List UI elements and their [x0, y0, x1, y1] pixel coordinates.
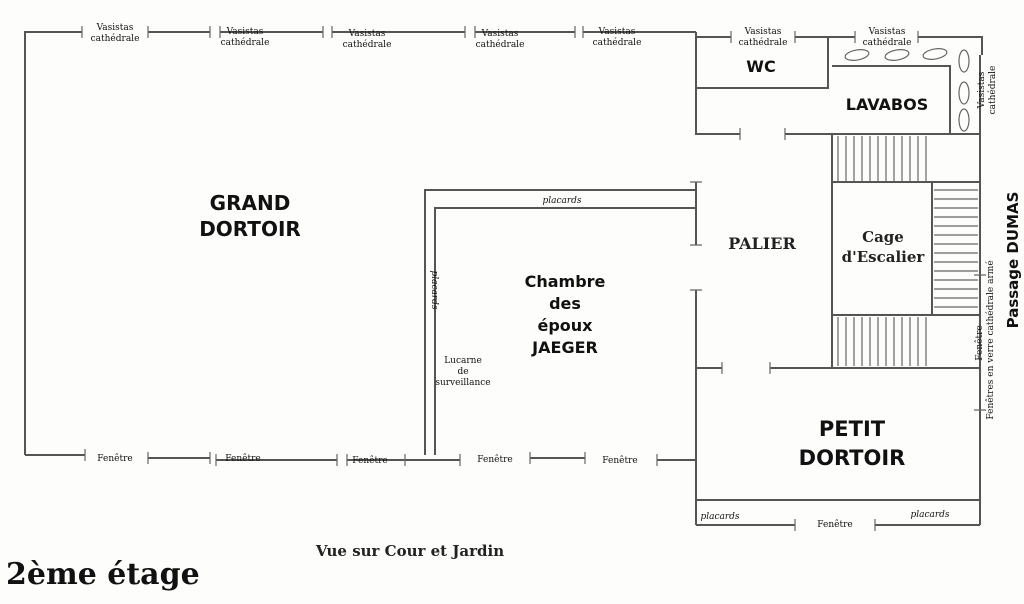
- svg-text:Fenêtre: Fenêtre: [477, 454, 512, 465]
- svg-text:Vasistascathédrale: Vasistascathédrale: [977, 66, 998, 115]
- svg-text:Vasistascathédrale: Vasistascathédrale: [221, 27, 270, 48]
- wall-ticks: [81, 26, 986, 531]
- stair-steps: [837, 136, 978, 366]
- svg-text:Vasistascathédrale: Vasistascathédrale: [739, 27, 788, 48]
- floor-title: 2ème étage: [6, 557, 200, 592]
- svg-text:Vasistascathédrale: Vasistascathédrale: [343, 29, 392, 50]
- svg-text:Fenêtre: Fenêtre: [602, 455, 637, 466]
- svg-text:Fenêtre: Fenêtre: [352, 455, 387, 466]
- room-palier: PALIER: [728, 234, 796, 253]
- svg-text:Fenêtre: Fenêtre: [97, 453, 132, 464]
- svg-text:Fenêtre: Fenêtre: [817, 519, 852, 530]
- fenetre-labels: Fenêtre Fenêtre Fenêtre Fenêtre Fenêtre …: [97, 325, 985, 530]
- svg-text:Fenêtre: Fenêtre: [225, 453, 260, 464]
- walls: [24, 31, 983, 526]
- room-wc: WC: [746, 57, 775, 76]
- passage-dumas-label: Passage DUMAS: [1004, 192, 1022, 329]
- svg-text:placards: placards: [700, 512, 739, 522]
- svg-text:Vasistascathédrale: Vasistascathédrale: [91, 23, 140, 44]
- svg-text:placards: placards: [542, 196, 581, 206]
- svg-text:placards: placards: [429, 270, 439, 309]
- view-label: Vue sur Cour et Jardin: [315, 542, 504, 560]
- svg-text:Vasistascathédrale: Vasistascathédrale: [863, 27, 912, 48]
- placards-labels: placards placards placards placards: [429, 196, 950, 522]
- svg-text:Vasistascathédrale: Vasistascathédrale: [593, 27, 642, 48]
- fenetres-verre-label: Fenêtres en verre cathédrale armé: [985, 260, 996, 419]
- wash-basins: [844, 48, 970, 132]
- svg-text:Vasistascathédrale: Vasistascathédrale: [476, 29, 525, 50]
- svg-text:placards: placards: [910, 510, 949, 520]
- room-lavabos: LAVABOS: [846, 95, 929, 114]
- svg-text:Fenêtre: Fenêtre: [974, 325, 985, 360]
